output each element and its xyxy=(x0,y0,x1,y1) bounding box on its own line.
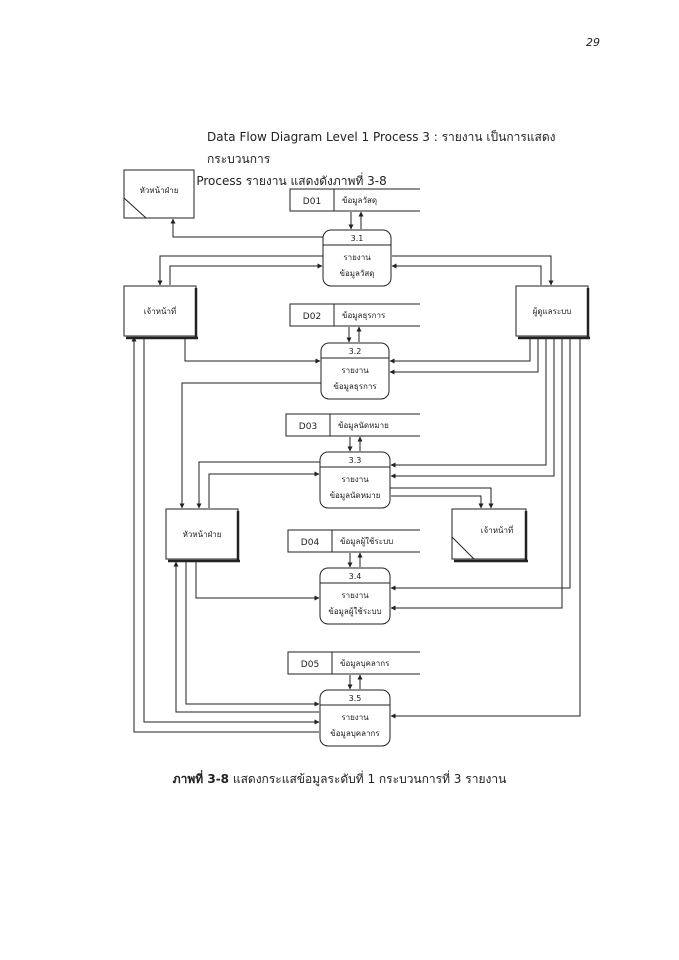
figure-caption: ภาพที่ 3-8 แสดงกระแสข้อมูลระดับที่ 1 กระ… xyxy=(0,770,679,789)
store-d03-id: D03 xyxy=(299,422,317,432)
process-3-2: 3.2 รายงาน ข้อมูลธุรการ xyxy=(320,342,390,400)
process-3-3-number: 3.3 xyxy=(349,456,362,465)
page-number: 29 xyxy=(586,36,600,49)
entity-head-mid-label: หัวหน้าฝ่าย xyxy=(183,530,222,539)
store-d03: D03 ข้อมูลนัดหมาย xyxy=(285,413,420,437)
process-3-3-line2: ข้อมูลนัดหมาย xyxy=(330,491,381,501)
process-3-4-line2: ข้อมูลผู้ใช้ระบบ xyxy=(328,607,381,617)
entity-staff-left: เจ้าหน้าที่ xyxy=(123,285,198,340)
process-3-2-line2: ข้อมูลธุรการ xyxy=(333,382,377,392)
entity-head-top-label: หัวหน้าฝ่าย xyxy=(140,186,179,195)
entity-head-mid: หัวหน้าฝ่าย xyxy=(165,508,240,563)
process-3-1-number: 3.1 xyxy=(351,234,364,243)
flow-lines xyxy=(131,211,581,733)
entity-admin-label: ผู้ดูแลระบบ xyxy=(533,307,572,317)
store-d02: D02 ข้อมูลธุรการ xyxy=(289,303,420,327)
process-3-5-number: 3.5 xyxy=(349,694,362,703)
store-d04-id: D04 xyxy=(301,538,320,548)
figure-caption-label: ภาพที่ 3-8 xyxy=(172,772,230,786)
process-3-4-line1: รายงาน xyxy=(341,591,369,600)
store-d02-id: D02 xyxy=(303,312,321,322)
store-d01: D01 ข้อมูลวัสดุ xyxy=(289,188,420,212)
entity-staff-left-label: เจ้าหน้าที่ xyxy=(144,305,176,316)
store-d03-name: ข้อมูลนัดหมาย xyxy=(338,421,389,431)
entity-admin: ผู้ดูแลระบบ xyxy=(515,285,590,340)
process-3-1-line2: ข้อมูลวัสดุ xyxy=(339,269,374,279)
store-d02-name: ข้อมูลธุรการ xyxy=(342,311,386,321)
process-3-4-number: 3.4 xyxy=(349,572,362,581)
entity-staff-right: เจ้าหน้าที่ xyxy=(451,508,528,563)
intro-paragraph: Data Flow Diagram Level 1 Process 3 : รา… xyxy=(150,126,610,192)
process-3-3-line1: รายงาน xyxy=(341,475,369,484)
process-3-1-line1: รายงาน xyxy=(343,253,371,262)
process-3-5: 3.5 รายงาน ข้อมูลบุคลากร xyxy=(319,689,391,747)
store-d05: D05 ข้อมูลบุคลากร xyxy=(287,651,420,675)
process-3-4: 3.4 รายงาน ข้อมูลผู้ใช้ระบบ xyxy=(319,567,391,625)
process-3-2-line1: รายงาน xyxy=(341,366,369,375)
store-d05-name: ข้อมูลบุคลากร xyxy=(340,659,390,669)
figure-caption-text: แสดงกระแสข้อมูลระดับที่ 1 กระบวนการที่ 3… xyxy=(229,772,507,786)
intro-line-1: Data Flow Diagram Level 1 Process 3 : รา… xyxy=(207,130,556,166)
intro-line-2: ย่อยของ Process รายงาน แสดงดังภาพที่ 3-8 xyxy=(150,174,387,188)
process-3-5-line2: ข้อมูลบุคลากร xyxy=(330,729,380,739)
entity-staff-right-label: เจ้าหน้าที่ xyxy=(481,524,513,535)
process-3-3: 3.3 รายงาน ข้อมูลนัดหมาย xyxy=(319,451,391,509)
process-3-2-number: 3.2 xyxy=(349,347,362,356)
store-d01-id: D01 xyxy=(303,197,321,207)
store-d04: D04 ข้อมูลผู้ใช้ระบบ xyxy=(287,529,420,553)
entity-head-top: หัวหน้าฝ่าย xyxy=(123,169,195,219)
store-d05-id: D05 xyxy=(301,660,319,670)
store-d01-name: ข้อมูลวัสดุ xyxy=(342,196,377,206)
store-d04-name: ข้อมูลผู้ใช้ระบบ xyxy=(340,537,393,547)
process-3-1: 3.1 รายงาน ข้อมูลวัสดุ xyxy=(322,229,392,287)
process-3-5-line1: รายงาน xyxy=(341,713,369,722)
